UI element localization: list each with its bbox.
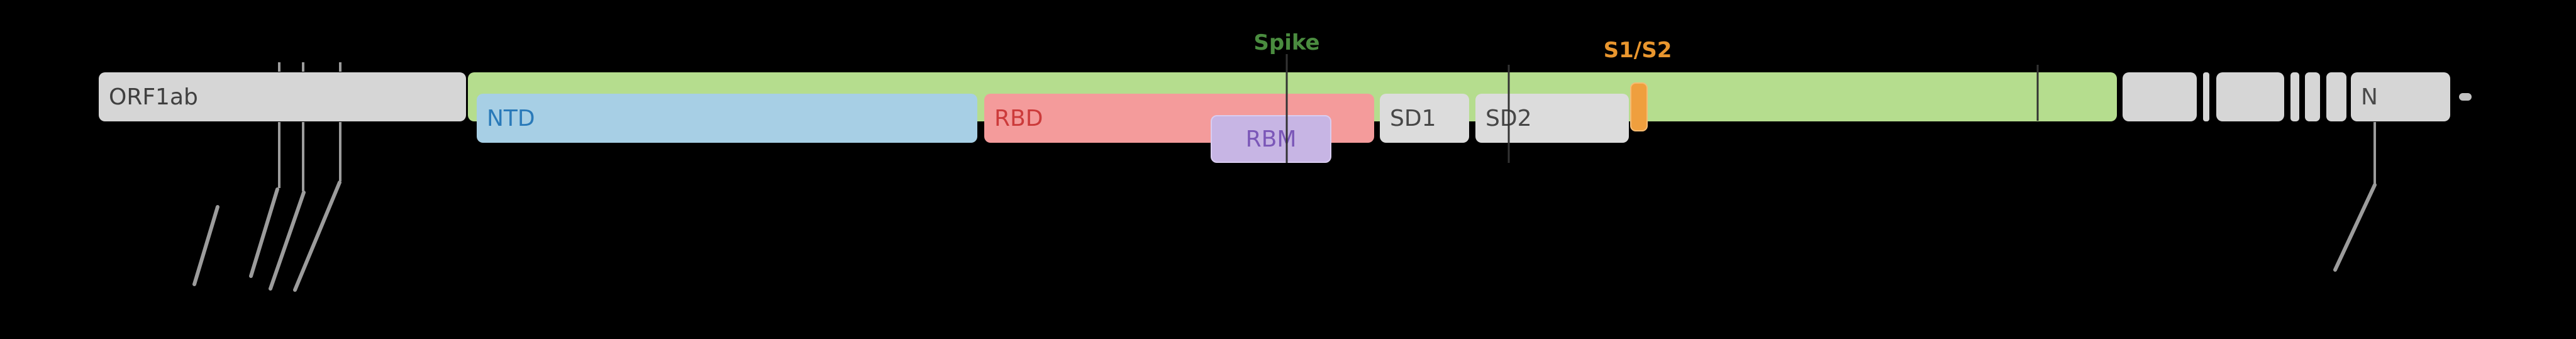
domain-rbm: RBM — [1211, 115, 1331, 163]
cleavage-site-marker — [1630, 82, 1648, 131]
gene-orf1ab-label: ORF1ab — [109, 84, 198, 110]
domain-sd2: SD2 — [1475, 94, 1629, 143]
leader-slash-2 — [249, 187, 279, 278]
domain-rbd-label: RBD — [994, 105, 1043, 131]
domain-sd2-label: SD2 — [1485, 105, 1532, 131]
leader-slash-5 — [2333, 183, 2377, 272]
spike-annotation-label: Spike — [1253, 30, 1320, 55]
domain-rbm-label: RBM — [1245, 126, 1297, 152]
gene-box-4 — [2290, 72, 2299, 121]
gene-box-3 — [2216, 72, 2284, 121]
gene-box-2 — [2203, 72, 2209, 121]
gene-n: N — [2351, 72, 2450, 121]
gene-box-5 — [2305, 72, 2320, 121]
domain-sd1-label: SD1 — [1390, 105, 1436, 131]
leader-slash-3 — [269, 191, 306, 291]
s1s2-annotation-label: S1/S2 — [1603, 38, 1672, 63]
gene-box-1 — [2123, 72, 2197, 121]
gene-n-label: N — [2361, 84, 2378, 110]
leader-slash-4 — [293, 181, 341, 292]
domain-sd1: SD1 — [1380, 94, 1469, 143]
domain-ntd-label: NTD — [487, 105, 535, 131]
gene-box-small — [2459, 93, 2472, 101]
leader-slash-1 — [192, 205, 219, 286]
gene-orf1ab: ORF1ab — [99, 72, 466, 121]
gene-box-6 — [2326, 72, 2346, 121]
domain-ntd: NTD — [477, 94, 977, 143]
